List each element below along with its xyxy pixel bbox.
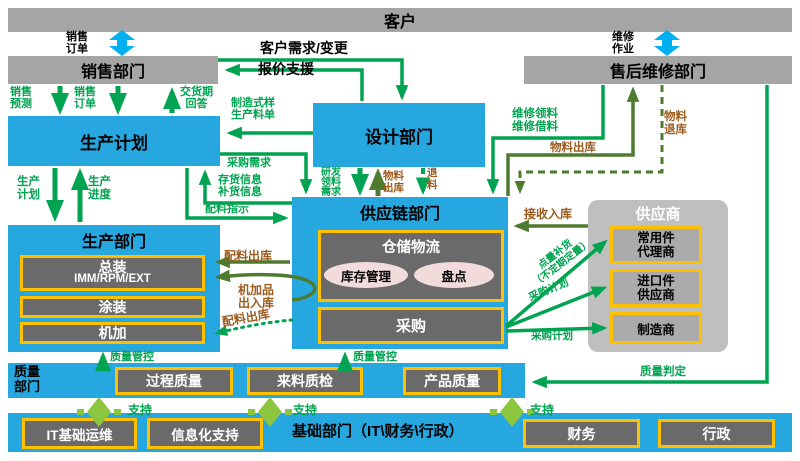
arrow-material-instruction [185, 168, 289, 225]
flow-label-material-out-repair: 物料出库 [550, 142, 596, 154]
support-connector3-icon [490, 397, 534, 427]
flow-label-production-plan: 生产 计划 [17, 176, 40, 201]
repair-work-double-arrow-icon [654, 30, 680, 56]
flow-label-sales-order: 销售 订单 [74, 86, 96, 111]
inventory-mgmt-ellipse: 库存管理 [324, 262, 408, 288]
flow-label-sales-forecast: 销售 预测 [10, 86, 32, 111]
assembly-label: 总装 [98, 259, 127, 276]
flow-label-receive-inbound: 接收入库 [524, 207, 573, 221]
flow-label-material-out-design: 物料 出库 [383, 170, 404, 194]
support-connector2-icon [248, 397, 292, 427]
flow-label-material-return-design: 退 料 [427, 167, 438, 191]
flow-label-material-instruction: 配料指示 [205, 203, 249, 215]
flow-label-stock-info: 存货信息 补货信息 [218, 174, 262, 199]
flow-label-machined-inout: 机加品 出入库 [238, 283, 275, 311]
stocktaking-ellipse: 盘点 [414, 262, 494, 288]
arrow-customer-demand [218, 58, 409, 101]
flow-label-purchase-plan2: 采购计划 [531, 330, 573, 342]
sales-dept-box: 销售部门 [8, 56, 218, 84]
sales-order-double-arrow-icon [109, 30, 135, 56]
flow-label-purchase-demand: 采购需求 [227, 157, 271, 169]
arrow-quality-judge [531, 85, 769, 389]
flow-label-delivery-reply: 交货期 回答 [180, 86, 213, 111]
arrow-batch-out2 [214, 318, 294, 336]
quality-dept-title: 质量 部门 [14, 364, 41, 394]
arrow-material-out-repair [506, 86, 640, 196]
supplier-maker-box: 制造商 [610, 312, 702, 344]
flow-label-quality-control1: 质量管控 [110, 351, 154, 363]
flow-label-repair-pick: 维修领料 维修借料 [512, 108, 558, 133]
info-support-box: 信息化支持 [147, 418, 263, 449]
arrow-quote-support [224, 63, 364, 101]
flow-label-support3: 支持 [530, 403, 555, 417]
after-sales-dept-box: 售后维修部门 [524, 56, 792, 84]
process-quality-box: 过程质量 [115, 367, 233, 395]
arrow-purchase-demand [220, 152, 313, 195]
flow-label-batch-out1: 配料出库 [224, 249, 273, 263]
assembly-sub-label: IMM/RPM/EXT [74, 273, 151, 286]
flow-label-mfg-spec: 制造式样 生产料单 [231, 97, 275, 122]
machining-box: 机加 [20, 322, 205, 344]
design-dept-box: 设计部门 [313, 103, 485, 167]
assembly-box: 总装 IMM/RPM/EXT [20, 255, 205, 291]
flow-label-production-progress: 生产 进度 [88, 176, 111, 201]
it-ops-box: IT基础运维 [22, 418, 137, 449]
painting-box: 涂装 [20, 296, 205, 318]
arrow-machined-inout [214, 269, 317, 302]
supplier-agent-box: 常用件 代理商 [610, 226, 702, 264]
arrow-replenish [504, 239, 608, 328]
arrow-material-return-repair [514, 85, 664, 194]
customer-bar: 客户 [8, 8, 792, 32]
flow-label-sales-order-top: 销售 订单 [66, 31, 88, 56]
arrow-stock-info [198, 169, 292, 205]
base-dept-title: 基础部门（IT\财务\行政） [292, 423, 464, 440]
support-connector1-icon [77, 397, 121, 427]
flow-label-quality-control2: 质量管控 [353, 351, 397, 363]
production-dept-title: 生产部门 [81, 234, 146, 251]
supplier-title: 供应商 [635, 206, 681, 223]
supplier-import-box: 进口件 供应商 [610, 269, 702, 307]
flow-label-customer-demand: 客户需求/变更 [260, 40, 348, 56]
arrow-repair-pick [486, 85, 605, 195]
flow-label-quality-judge: 质量判定 [640, 366, 686, 378]
arrow-purchase-plan1 [505, 286, 608, 329]
purchasing-box: 采购 [318, 307, 504, 344]
admin-box: 行政 [658, 419, 775, 448]
flow-label-quote-support: 报价支援 [258, 61, 314, 77]
flow-label-repair-work: 维修 作业 [612, 31, 634, 56]
incoming-quality-box: 来料质检 [247, 367, 363, 395]
flow-label-support1: 支持 [128, 403, 153, 417]
warehouse-title: 仓储物流 [382, 240, 440, 256]
product-quality-box: 产品质量 [403, 367, 501, 395]
finance-box: 财务 [523, 419, 640, 448]
flow-label-support2: 支持 [293, 403, 318, 417]
supply-chain-title: 供应链部门 [359, 206, 440, 223]
flow-label-material-return-repair: 物料 退库 [664, 111, 687, 136]
flow-label-rd-request: 研发 领料 需求 [321, 167, 341, 198]
arrow-purchase-plan2 [505, 322, 608, 335]
production-plan-box: 生产计划 [8, 116, 220, 166]
